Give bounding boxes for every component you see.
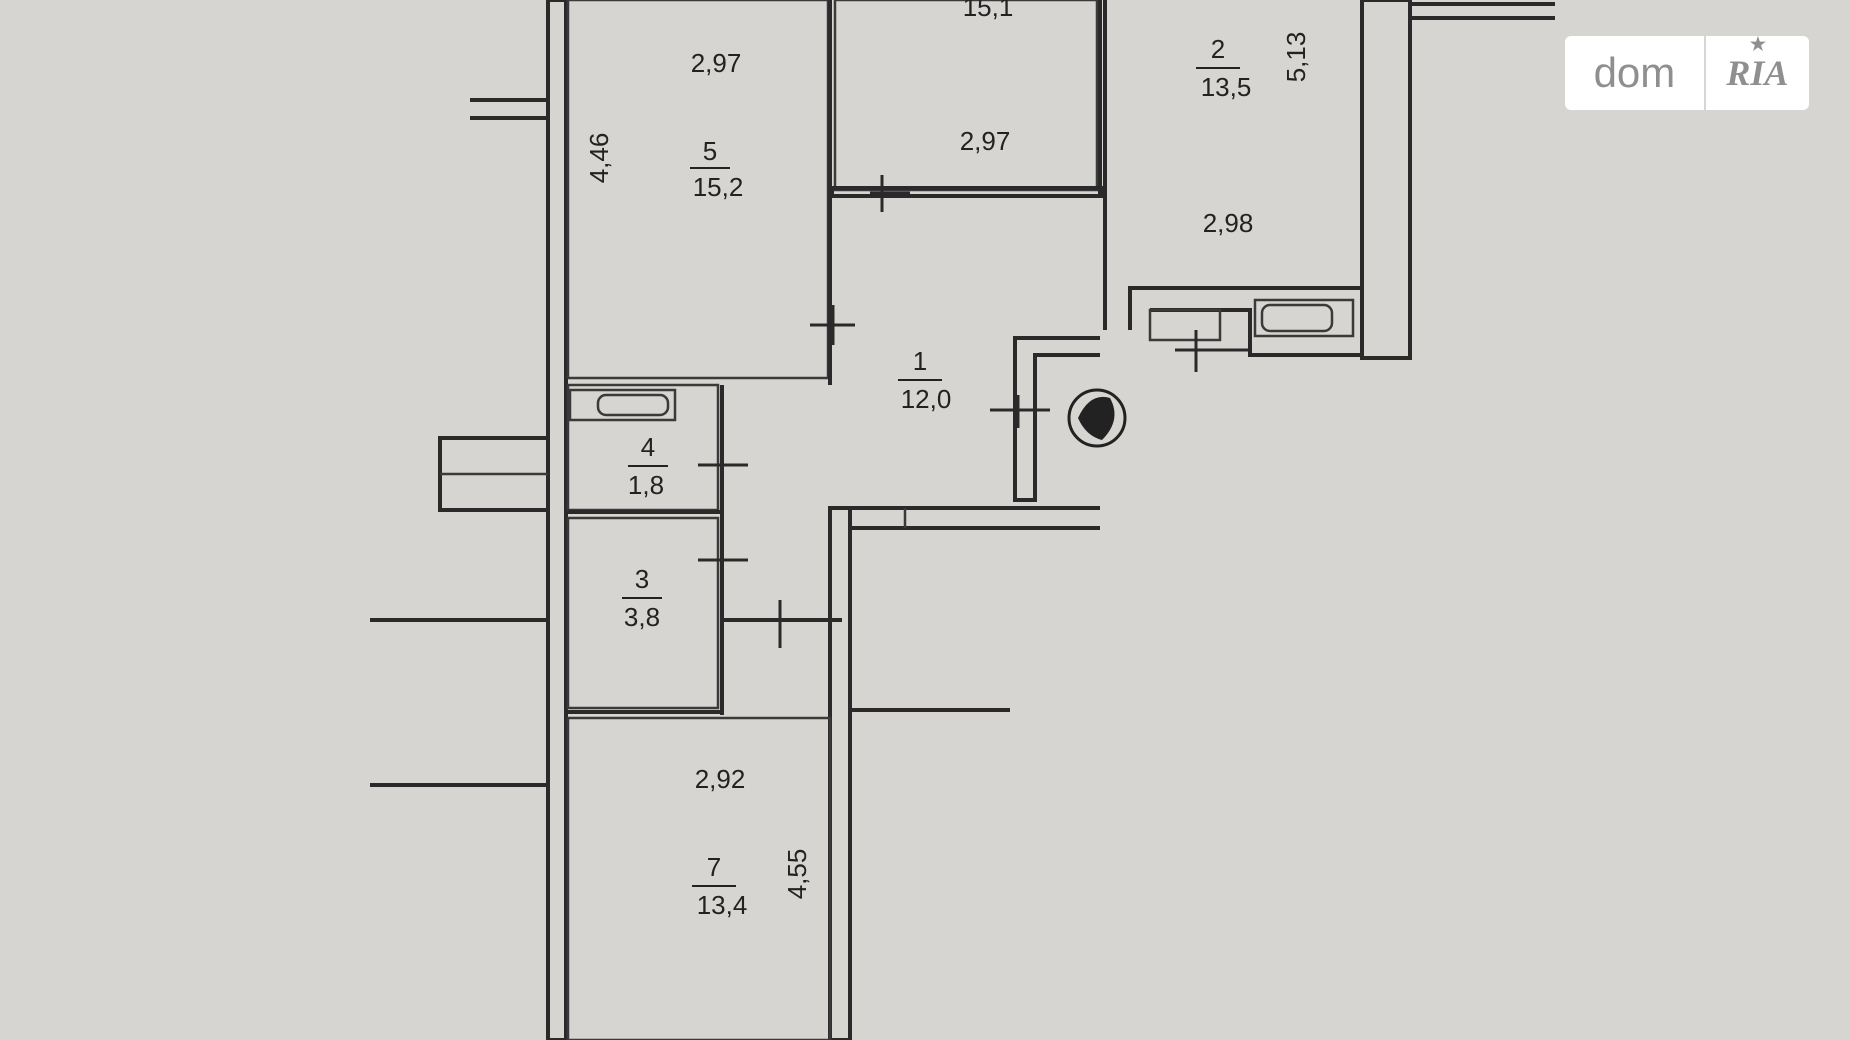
north-compass-icon	[1067, 388, 1127, 448]
corridor-left-wall	[828, 506, 852, 1040]
room-3-area: 3,8	[624, 602, 660, 632]
bathtub-icon	[568, 388, 677, 422]
watermark-dom-text: dom	[1565, 36, 1706, 110]
room-1-area: 12,0	[901, 384, 952, 414]
star-icon: ★	[1749, 34, 1766, 54]
room-2-area: 13,4	[697, 890, 748, 920]
room-5-area: 15,2	[693, 172, 744, 202]
watermark-ria-text: ★ RIA	[1706, 34, 1809, 94]
room-5-number: 5	[703, 136, 717, 166]
door-marks	[698, 175, 1250, 648]
walls	[370, 0, 1555, 1040]
room-top-outline	[833, 0, 1099, 192]
room-4-area: 1,8	[628, 470, 664, 500]
room-5-length: 4,46	[584, 133, 614, 184]
room-7-right-wall	[1360, 0, 1412, 360]
room-2-number: 7	[707, 852, 721, 882]
room-7-bath-wall	[1128, 286, 1362, 330]
bathtub-icon	[1253, 298, 1355, 338]
bath-shaft	[1148, 308, 1222, 342]
dom-ria-watermark: dom ★ RIA	[1565, 34, 1809, 110]
room-1-number: 1	[913, 346, 927, 376]
watermark-ria-label: RIA	[1726, 53, 1789, 93]
room-top-area: 15,1	[963, 0, 1014, 22]
left-outer-wall	[546, 0, 568, 1040]
room-2-outline	[566, 716, 832, 1040]
room-3-outline	[566, 516, 720, 710]
room-7-width: 2,98	[1203, 208, 1254, 238]
room-7-length: 5,13	[1281, 32, 1311, 83]
room-4-number: 4	[641, 432, 655, 462]
room-2-length: 4,55	[782, 849, 812, 900]
room-5-width: 2,97	[691, 48, 742, 78]
room-top-width: 2,97	[960, 126, 1011, 156]
room-2-width: 2,92	[695, 764, 746, 794]
hall-right-wall	[1013, 336, 1100, 502]
room-7-number: 2	[1211, 34, 1225, 64]
room-7-area: 13,5	[1201, 72, 1252, 102]
room-3-number: 3	[635, 564, 649, 594]
